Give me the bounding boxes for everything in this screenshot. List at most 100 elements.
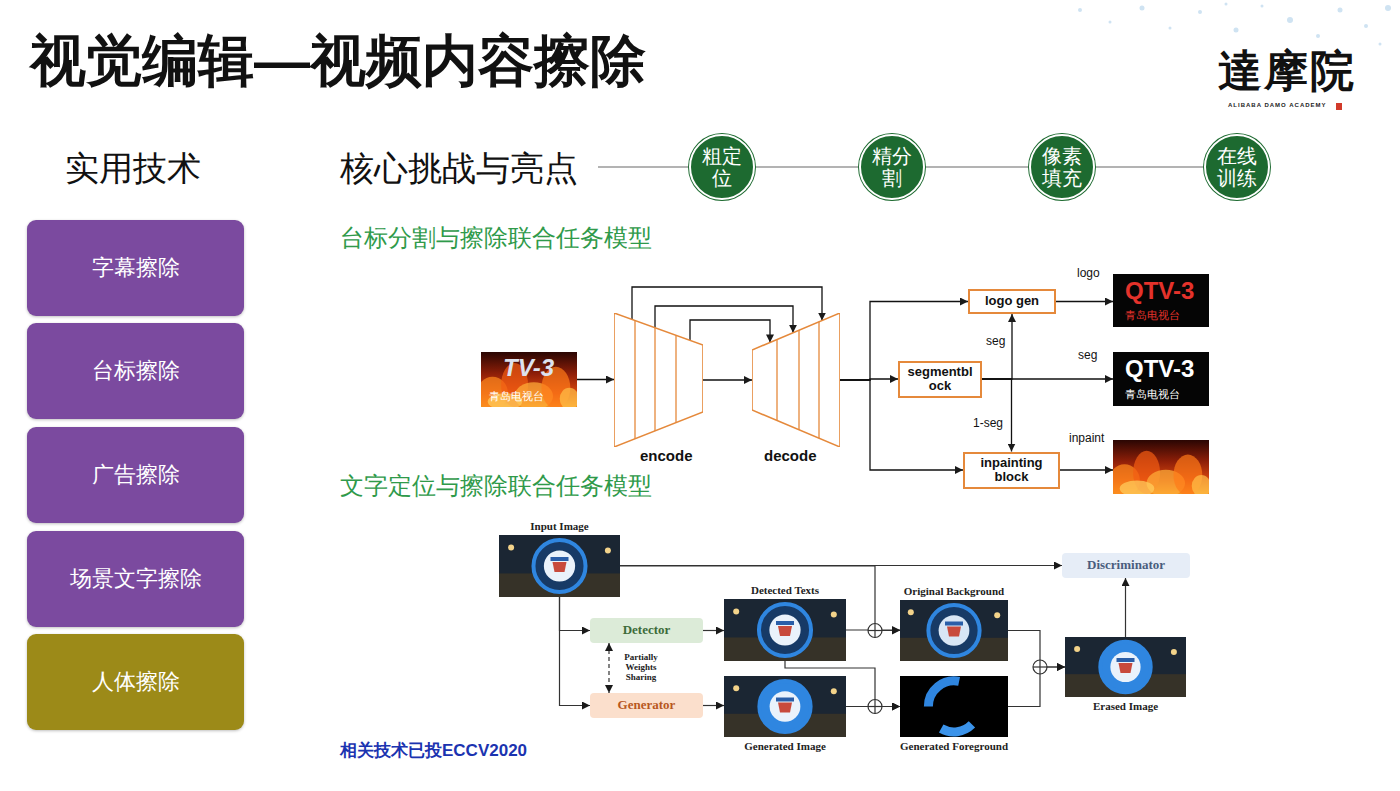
dot (1140, 6, 1145, 11)
photo-ground (724, 676, 846, 737)
node-text: QTV-3 (1125, 279, 1194, 303)
photo-ground (1065, 637, 1186, 697)
node-text: 青岛电视台 (1125, 310, 1180, 321)
cup (1119, 663, 1133, 673)
node-label: Detected Texts (712, 584, 858, 597)
dot (1198, 10, 1202, 14)
sign-ring (1100, 642, 1150, 692)
technique-box: 场景文字擦除 (27, 531, 244, 627)
discriminator-box: Discriminator (1062, 553, 1190, 578)
erased-image-picture (1065, 637, 1186, 697)
node-label: segmentbl ock (905, 365, 975, 394)
cup-lid (776, 621, 794, 625)
lamp (508, 544, 514, 550)
mask-ground (1113, 352, 1209, 406)
cup (947, 627, 961, 637)
node-label: Original Background (888, 585, 1020, 598)
node-label: 在线训练 (1216, 145, 1258, 189)
challenge-circle: 在线训练 (1204, 134, 1270, 200)
sum-symbol (868, 624, 882, 638)
node-text: 青岛电视台 (489, 391, 544, 402)
dot (1287, 17, 1293, 23)
dot (1338, 8, 1343, 13)
sum-symbol (1033, 660, 1047, 674)
dot (1364, 24, 1368, 28)
seg-output: segQTV-3青岛电视台 (1113, 352, 1209, 406)
node-label: Input Image (487, 520, 632, 533)
node-label: 场景文字擦除 (70, 564, 202, 594)
detected-image-picture (724, 599, 846, 661)
node-label: 像素填充 (1041, 145, 1083, 189)
challenge-circle: 粗定位 (689, 134, 755, 200)
flow-arrow (1060, 469, 1113, 470)
node-label: logo (1077, 266, 1100, 280)
layer-line (798, 330, 799, 430)
connector-line (755, 166, 859, 168)
photo-ground (499, 535, 620, 597)
flame (1192, 475, 1209, 494)
generator-box: Generator (590, 693, 703, 718)
flow-arrow (1125, 578, 1126, 637)
sign-ring (928, 605, 979, 656)
connector-line (1095, 166, 1204, 168)
node-label: seg (1078, 348, 1097, 362)
flow-arrow (560, 597, 591, 706)
edge-label: Partially Weights Sharing (614, 652, 668, 682)
sum-circle (868, 700, 882, 714)
inpaint-output: inpaint (1113, 440, 1209, 494)
photo-ground (900, 676, 1008, 737)
node-text: 青岛电视台 (1125, 389, 1180, 400)
background-image: Original Background (900, 600, 1008, 661)
photo-ground (900, 600, 1008, 661)
sum-symbol (868, 700, 882, 714)
input-frame: TV-3青岛电视台 (481, 352, 577, 407)
foreground-image: Generated Foreground (900, 676, 1008, 737)
inpaint-output-picture (1113, 440, 1209, 494)
generated-image-picture (724, 676, 846, 737)
lamp (605, 548, 611, 554)
text-ring-part (941, 724, 972, 731)
layer-line (634, 321, 635, 439)
flow-arrow (846, 706, 900, 707)
node-label: Generated Image (712, 740, 858, 753)
node-label: inpaint (1069, 431, 1104, 445)
node-label: Erased Image (1053, 700, 1198, 713)
corner-dots (1078, 3, 1391, 46)
cup-lid (1117, 658, 1135, 662)
cup (778, 703, 792, 713)
cup (553, 562, 567, 572)
lamp (733, 685, 739, 691)
edge-label: seg (985, 334, 1006, 348)
node-label: decode (764, 449, 817, 463)
sign-ring (759, 681, 810, 732)
cup-lid (551, 557, 569, 561)
sign-center (769, 614, 800, 645)
edge-label: 1-seg (972, 416, 1004, 430)
flow-arrow (608, 643, 609, 693)
sum-cross (1039, 660, 1040, 674)
node-label: 粗定位 (701, 145, 743, 189)
decoder: decode (752, 313, 840, 447)
sum-circle (1033, 660, 1047, 674)
node-label: 精分割 (871, 145, 913, 189)
sum-cross (874, 700, 875, 714)
seal-mark (1336, 103, 1342, 110)
sum-cross (874, 624, 875, 638)
generated-image: Generated Image (724, 676, 846, 737)
flow-arrow (703, 379, 752, 380)
detected-image: Detected Texts (724, 599, 846, 661)
lamp (1171, 649, 1177, 655)
technique-box: 广告擦除 (27, 427, 244, 523)
brand-logo: 達摩院 (1218, 48, 1356, 96)
flow-arrow (703, 630, 724, 631)
dot (1225, 3, 1228, 6)
lamp (733, 608, 739, 614)
lamp (831, 688, 837, 694)
layer-line (776, 339, 777, 420)
technique-box: 字幕擦除 (27, 220, 244, 316)
technique-box: 人体擦除 (27, 634, 244, 730)
layer-line (818, 322, 819, 438)
dot (1379, 43, 1382, 46)
flow-arrow (560, 597, 591, 631)
